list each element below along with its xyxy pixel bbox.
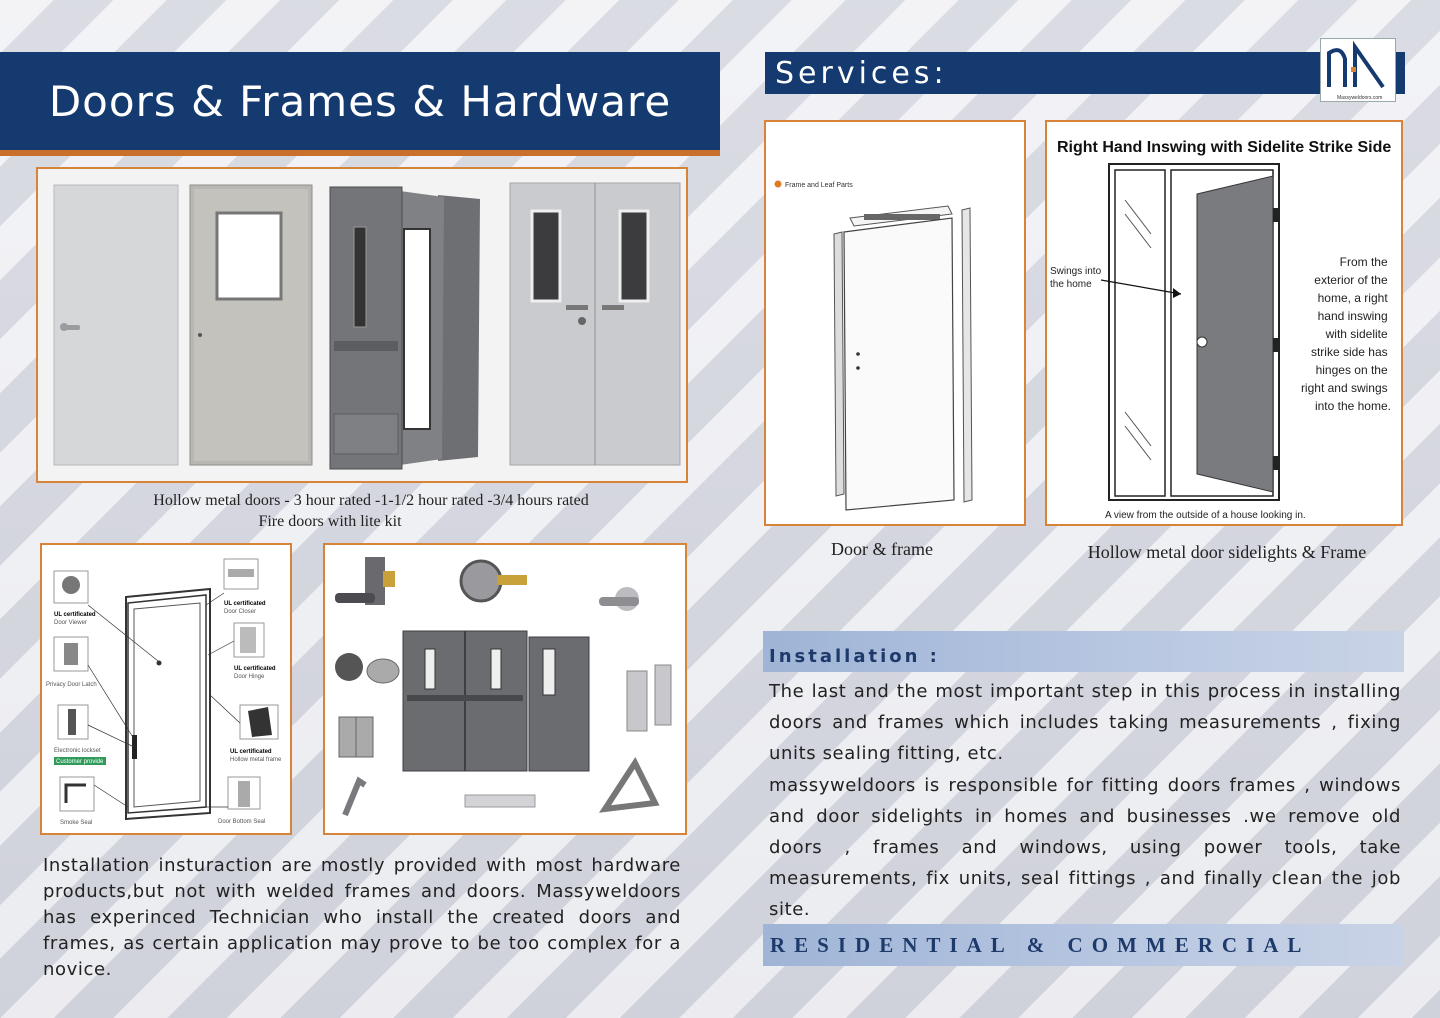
door-photo-plain — [38, 169, 185, 481]
label-privacy-latch: Privacy Door Latch — [46, 682, 97, 688]
door-caption-line1: Hollow metal doors - 3 hour rated -1-1/2… — [153, 492, 589, 509]
label-hollow-frame: Hollow metal frame — [230, 757, 282, 763]
label-door-hinge-title: UL certificated — [234, 666, 276, 672]
logo-mark-icon: Massyweldoors.com — [1327, 40, 1385, 101]
label-door-bottom-seal: Door Bottom Seal — [218, 819, 265, 825]
residential-commercial-label: RESIDENTIAL & COMMERCIAL — [770, 933, 1311, 957]
label-electronic-lockset: Electronic lockset — [54, 748, 101, 754]
door-hardware-diagram: UL certificated Door Viewer Privacy Door… — [46, 558, 282, 826]
label-door-viewer: Door Viewer — [54, 620, 87, 626]
label-door-hinge: Door Hinge — [234, 674, 265, 680]
left-title-banner — [0, 52, 720, 150]
logo-text: Massyweldoors.com — [1337, 95, 1382, 101]
door-frame-caption: Door & frame — [831, 539, 933, 559]
residential-band — [763, 924, 1404, 966]
installation-paragraph-1: The last and the most important step in … — [769, 681, 1401, 764]
installation-paragraph-2: massyweldoors is responsible for fitting… — [769, 775, 1401, 920]
installation-band — [763, 631, 1404, 672]
sidelights-caption: Hollow metal door sidelights & Frame — [1087, 542, 1367, 562]
label-door-viewer-title: UL certificated — [54, 612, 96, 618]
left-installation-paragraph: Installation insturaction are mostly pro… — [43, 855, 681, 980]
door-photo-double — [502, 169, 686, 481]
frame-diagram-label: Frame and Leaf Parts — [785, 182, 853, 189]
hardware-diagram-panel: UL certificated Door Viewer Privacy Door… — [40, 543, 292, 835]
hardware-photos-panel — [323, 543, 687, 835]
sidelite-diagram-panel: Right Hand Inswing with Sidelite Strike … — [1045, 120, 1403, 526]
label-door-closer: Door Closer — [224, 609, 256, 615]
frame-leaf-parts-diagram: Frame and Leaf Parts — [774, 180, 973, 511]
label-smoke-seal: Smoke Seal — [60, 820, 92, 826]
services-title: Services: — [775, 55, 948, 91]
left-title-underline — [0, 150, 720, 156]
sidelite-title: Right Hand Inswing with Sidelite Strike … — [1057, 139, 1391, 156]
door-caption-line2: Fire doors with lite kit — [258, 513, 402, 530]
sidelite-inswing-diagram: Right Hand Inswing with Sidelite Strike … — [1050, 139, 1391, 521]
door-photo-vision-panel — [184, 169, 321, 481]
door-photo-fire-doors — [320, 169, 503, 481]
company-logo: Massyweldoors.com — [1320, 38, 1396, 102]
fire-door-image — [329, 186, 480, 470]
label-hollow-frame-title: UL certificated — [230, 749, 272, 755]
services-banner — [765, 52, 1405, 94]
installation-title: Installation : — [769, 646, 940, 667]
sidelite-footer: A view from the outside of a house looki… — [1105, 510, 1306, 521]
plain-door-image — [53, 184, 179, 466]
door-frame-diagram-panel: Frame and Leaf Parts — [764, 120, 1026, 526]
door-photos-panel — [36, 167, 688, 483]
vision-door-image — [189, 184, 313, 466]
label-customer-provide: Customer provide — [56, 759, 104, 765]
double-door-image — [509, 182, 681, 466]
label-door-closer-title: UL certificated — [224, 601, 266, 607]
hardware-collage-image — [335, 557, 672, 817]
page-title-left: Doors & Frames & Hardware — [48, 76, 672, 126]
sidelite-note: From the exterior of the home, a right h… — [1301, 255, 1391, 413]
